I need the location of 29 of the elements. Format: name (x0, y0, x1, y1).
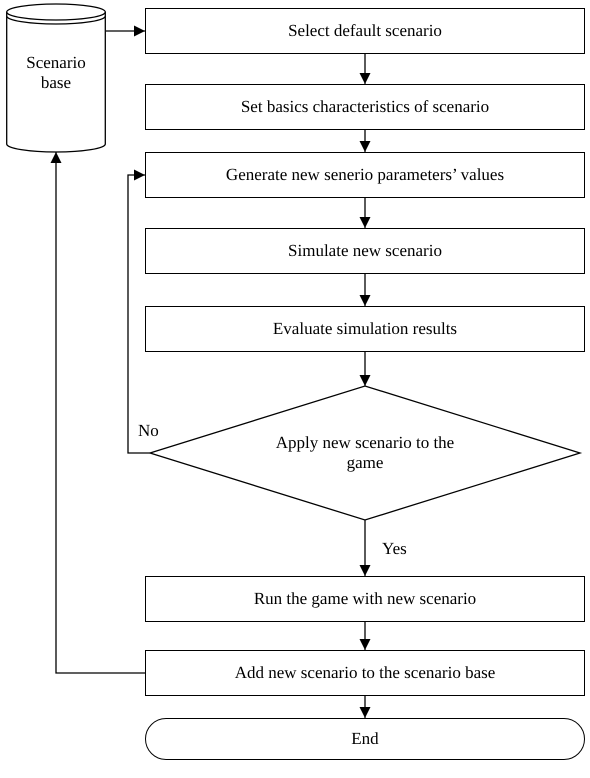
process-box (145, 8, 585, 54)
node-label: Generate new senerio parameters’ values (226, 164, 504, 186)
arrow (360, 696, 370, 718)
arrow (360, 622, 370, 650)
node-label: Simulate new scenario (288, 240, 442, 262)
node-label: Run the game with new scenario (254, 588, 476, 610)
arrow (360, 198, 370, 228)
node-label: Add new scenario to the scenario base (234, 662, 496, 684)
node-label: Apply new scenario to the game (274, 432, 456, 474)
node-label: Set basics characteristics of scenario (240, 96, 490, 118)
arrow (360, 520, 370, 576)
process-box (145, 228, 585, 274)
process-box (145, 84, 585, 130)
arrow (360, 130, 370, 152)
arrow (360, 352, 370, 386)
node-label: Select default scenario (288, 20, 442, 42)
process-box (145, 152, 585, 198)
process-box (145, 576, 585, 622)
process-box (145, 650, 585, 696)
arrow (127, 170, 150, 454)
arrow (360, 274, 370, 306)
arrow (50, 152, 145, 674)
terminal-box (145, 718, 585, 760)
node-label: End (351, 728, 379, 750)
process-box (145, 306, 585, 352)
node-label: Scenario base (25, 52, 87, 94)
node-label: Evaluate simulation results (272, 318, 458, 340)
arrow (106, 26, 145, 36)
arrow (360, 54, 370, 84)
